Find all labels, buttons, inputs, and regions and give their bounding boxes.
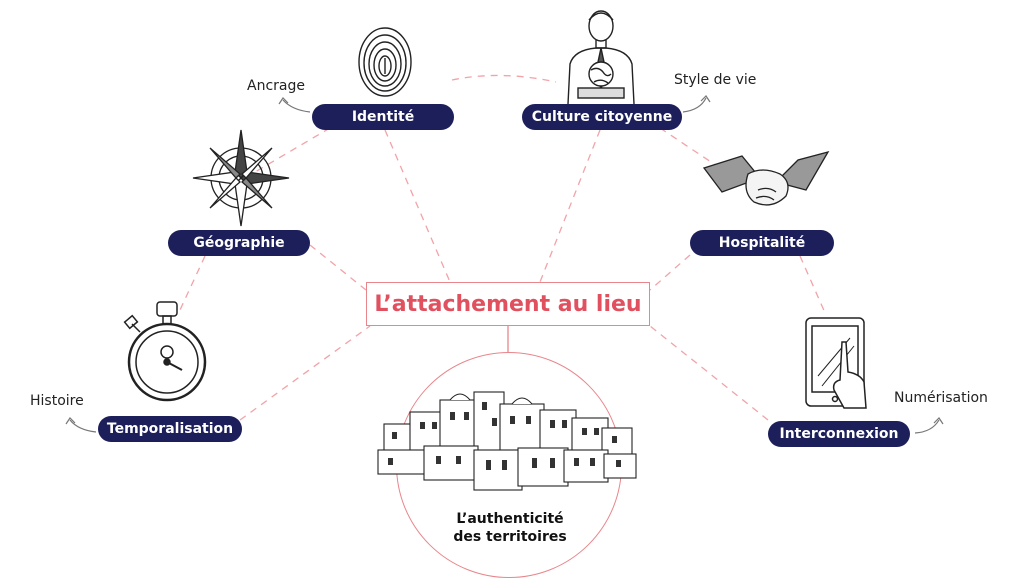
connector-hosp-inter	[799, 255, 827, 316]
circle-caption-line2: des territoires	[453, 529, 567, 545]
label-histoire: Histoire	[30, 393, 84, 409]
connector-temporalisation	[239, 325, 371, 421]
arrow-ancrage	[282, 99, 311, 113]
label-numerisation: Numérisation	[894, 390, 988, 406]
circle-caption-line1: L’authenticité	[456, 511, 564, 527]
center-title: L’attachement au lieu	[366, 282, 650, 326]
connector-identite	[384, 129, 451, 283]
village-icon	[377, 391, 637, 491]
handshake-icon	[702, 150, 830, 206]
connector-id-geo	[254, 127, 331, 173]
connector-geographie	[309, 244, 367, 291]
node-culture-citoyenne: Culture citoyenne	[522, 104, 682, 130]
circle-caption: L’authenticité des territoires	[430, 510, 590, 546]
arrow-histoire	[69, 419, 97, 433]
connector-top-arc	[451, 74, 557, 83]
node-hospitalite: Hospitalité	[690, 230, 834, 256]
connector-interconnexion	[649, 325, 769, 421]
label-style-de-vie: Style de vie	[674, 72, 757, 88]
connector-hospitalite	[649, 254, 691, 291]
compass-rose-icon	[192, 129, 290, 227]
arrow-numerisation	[914, 419, 940, 434]
connector-culture	[539, 129, 601, 283]
stopwatch-icon	[123, 301, 207, 402]
node-interconnexion: Interconnexion	[768, 421, 910, 447]
connector-geo-temp	[179, 255, 206, 311]
fingerprint-icon	[358, 27, 412, 97]
tablet-touch-icon	[805, 317, 867, 409]
arrow-style-de-vie	[682, 97, 707, 113]
node-temporalisation: Temporalisation	[98, 416, 242, 442]
node-geographie: Géographie	[168, 230, 310, 256]
node-identite: Identité	[312, 104, 454, 130]
label-ancrage: Ancrage	[247, 78, 305, 94]
man-with-globe-icon	[567, 10, 635, 105]
